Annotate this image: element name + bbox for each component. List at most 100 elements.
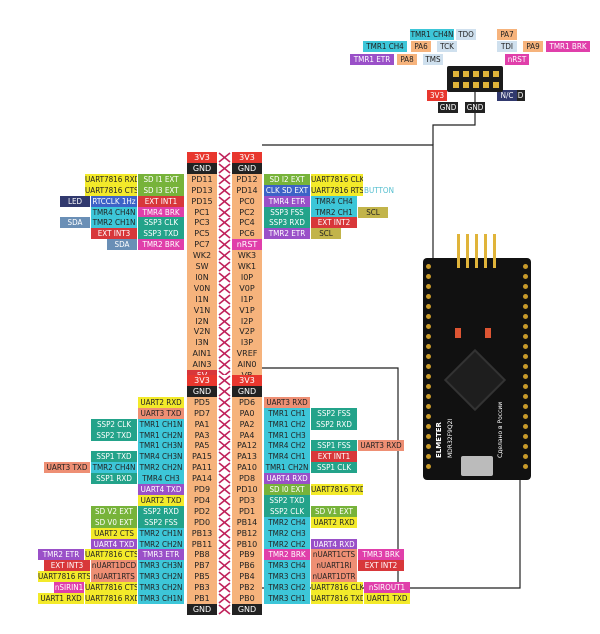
jtag-gnd: GND xyxy=(465,102,485,113)
pin-pair-marker xyxy=(218,315,231,327)
pin-pa3: PA3 xyxy=(187,429,217,441)
label-tmr1-ch3: TMR1 CH3 xyxy=(264,429,310,441)
pin-3v3: 3V3 xyxy=(187,375,217,386)
label-button: BUTTON xyxy=(364,184,394,196)
power-led xyxy=(485,328,491,338)
label-led: LED xyxy=(60,195,90,207)
label-uart7816-txd: UART7816 TXD xyxy=(311,484,363,495)
label-ssp1-rxd: SSP1 RXD xyxy=(91,473,137,485)
label-uart3-txd: UART3 TXD xyxy=(138,407,184,419)
label-tmr1-ch2n: TMR1 CH2N xyxy=(264,462,310,474)
pin-pair-marker xyxy=(218,593,231,604)
pin-pair-marker xyxy=(218,337,231,349)
label-ssp2-txd: SSP2 TXD xyxy=(91,429,137,441)
label-uart4-rxd: UART4 RXD xyxy=(264,473,310,485)
pin-pair-marker xyxy=(218,250,231,262)
label-uart7816-rts: UART7816 RTS xyxy=(38,571,90,583)
pin-pd4: PD4 xyxy=(187,494,217,506)
pin-i3n: I3N xyxy=(187,337,217,349)
pin-pc7: PC7 xyxy=(187,239,217,251)
label-uart2-cts: UART2 CTS xyxy=(91,527,137,539)
pin-pd9: PD9 xyxy=(187,484,217,495)
label-tmr2-etr: TMR2 ETR xyxy=(38,549,84,561)
pin-pair-marker xyxy=(218,407,231,419)
pin-pair-marker xyxy=(218,359,231,371)
label-uart7816-cts: UART7816 CTS xyxy=(85,582,137,594)
label-ssp3-fss: SSP3 FSS xyxy=(264,206,310,218)
jtag-gnd: GND xyxy=(438,102,458,113)
jtag-3v3: 3V3 xyxy=(427,90,447,101)
label-nsirout1: nSIROUT1 xyxy=(364,582,410,594)
board-model: MDR32F9Q2I xyxy=(447,418,454,458)
label-sd-v2-ext: SD V2 EXT xyxy=(91,505,137,517)
label-tmr3-brk: TMR3 BRK xyxy=(358,549,404,561)
label-uart7816-clk: UART7816 CLK xyxy=(311,582,363,594)
label-uart3-txd: UART3 TXD xyxy=(44,462,90,474)
pin-pb13: PB13 xyxy=(187,527,217,539)
label-tmr4-ch4n: TMR4 CH4N xyxy=(91,206,137,218)
pin-i1n: I1N xyxy=(187,293,217,305)
pin-pair-marker xyxy=(218,494,231,506)
label-tmr1-ch1: TMR1 CH1 xyxy=(264,407,310,419)
pin-gnd: GND xyxy=(232,162,262,174)
label-scl: SCL xyxy=(358,206,388,218)
pin-pa12: PA12 xyxy=(232,440,262,452)
label-tmr4-ch3n: TMR4 CH3N xyxy=(138,451,184,463)
label-ssp3-txd: SSP3 TXD xyxy=(138,228,184,240)
label-tmr1-ch2: TMR1 CH2 xyxy=(264,418,310,430)
pin-pair-marker xyxy=(218,293,231,305)
label-ssp1-fss: SSP1 FSS xyxy=(311,440,357,452)
jtag-tms: TMS xyxy=(423,54,443,65)
label-tmr2-ch2n: TMR2 CH2N xyxy=(138,462,184,474)
label-sd-i0-ext: SD I0 EXT xyxy=(264,484,310,495)
label-tmr3-ch1n: TMR3 CH1N xyxy=(138,593,184,604)
label-tmr4-etr: TMR4 ETR xyxy=(264,195,310,207)
pin-pd1: PD1 xyxy=(232,505,262,517)
pin-pa15: PA15 xyxy=(187,451,217,463)
label-ssp2-txd: SSP2 TXD xyxy=(264,494,310,506)
pin-pc6: PC6 xyxy=(232,228,262,240)
label-ssp3-rxd: SSP3 RXD xyxy=(264,217,310,229)
label-tmr3-etr: TMR3 ETR xyxy=(138,549,184,561)
label-uart3-rxd: UART3 RXD xyxy=(264,396,310,408)
pin-pd3: PD3 xyxy=(232,494,262,506)
label-ssp2-clk: SSP2 CLK xyxy=(264,505,310,517)
pin-pc1: PC1 xyxy=(187,206,217,218)
pin-pa5: PA5 xyxy=(187,440,217,452)
pin-pair-marker xyxy=(218,538,231,550)
label-sd-i3-ext: SD I3 EXT xyxy=(138,184,184,196)
pin-i0p: I0P xyxy=(232,271,262,283)
pin-pair-marker xyxy=(218,396,231,408)
label-nuart1dtr: nUART1DTR xyxy=(311,571,357,583)
pin-pd15: PD15 xyxy=(187,195,217,207)
label-uart7816-cts: UART7816 CTS xyxy=(85,549,137,561)
label-ssp1-txd: SSP1 TXD xyxy=(91,451,137,463)
pin-pb10: PB10 xyxy=(232,538,262,550)
pin-pair-marker xyxy=(218,451,231,463)
pin-pb0: PB0 xyxy=(232,593,262,604)
pin-pc3: PC3 xyxy=(187,217,217,229)
label-tmr3-ch3n: TMR3 CH3N xyxy=(138,560,184,572)
label-uart4-txd: UART4 TXD xyxy=(138,484,184,495)
pin-i0n: I0N xyxy=(187,271,217,283)
jtag-tmr1-etr: TMR1 ETR xyxy=(350,54,394,65)
label-tmr3-ch3: TMR3 CH3 xyxy=(264,571,310,583)
label-ssp1-clk: SSP1 CLK xyxy=(311,462,357,474)
pin-v1p: V1P xyxy=(232,304,262,316)
pin-pair-marker xyxy=(218,560,231,572)
label-ssp2-clk: SSP2 CLK xyxy=(91,418,137,430)
pin-pair-marker xyxy=(218,239,231,251)
pin-pair-marker xyxy=(218,375,231,386)
pin-gnd: GND xyxy=(232,603,262,615)
label-tmr2-ch3: TMR2 CH3 xyxy=(264,527,310,539)
label-sda: SDA xyxy=(60,217,90,229)
jtag-pa9: PA9 xyxy=(523,41,543,52)
label-tmr2-ch1n: TMR2 CH1N xyxy=(91,217,137,229)
label-nuart1rts: nUART1RTS xyxy=(91,571,137,583)
pin-pair-marker xyxy=(218,206,231,218)
label-nsirin1: nSIRIN1 xyxy=(54,582,84,594)
pin-v2p: V2P xyxy=(232,326,262,338)
pin-pair-marker xyxy=(218,271,231,283)
label-uart2-rxd: UART2 RXD xyxy=(311,516,357,528)
pin-pair-marker xyxy=(218,473,231,485)
